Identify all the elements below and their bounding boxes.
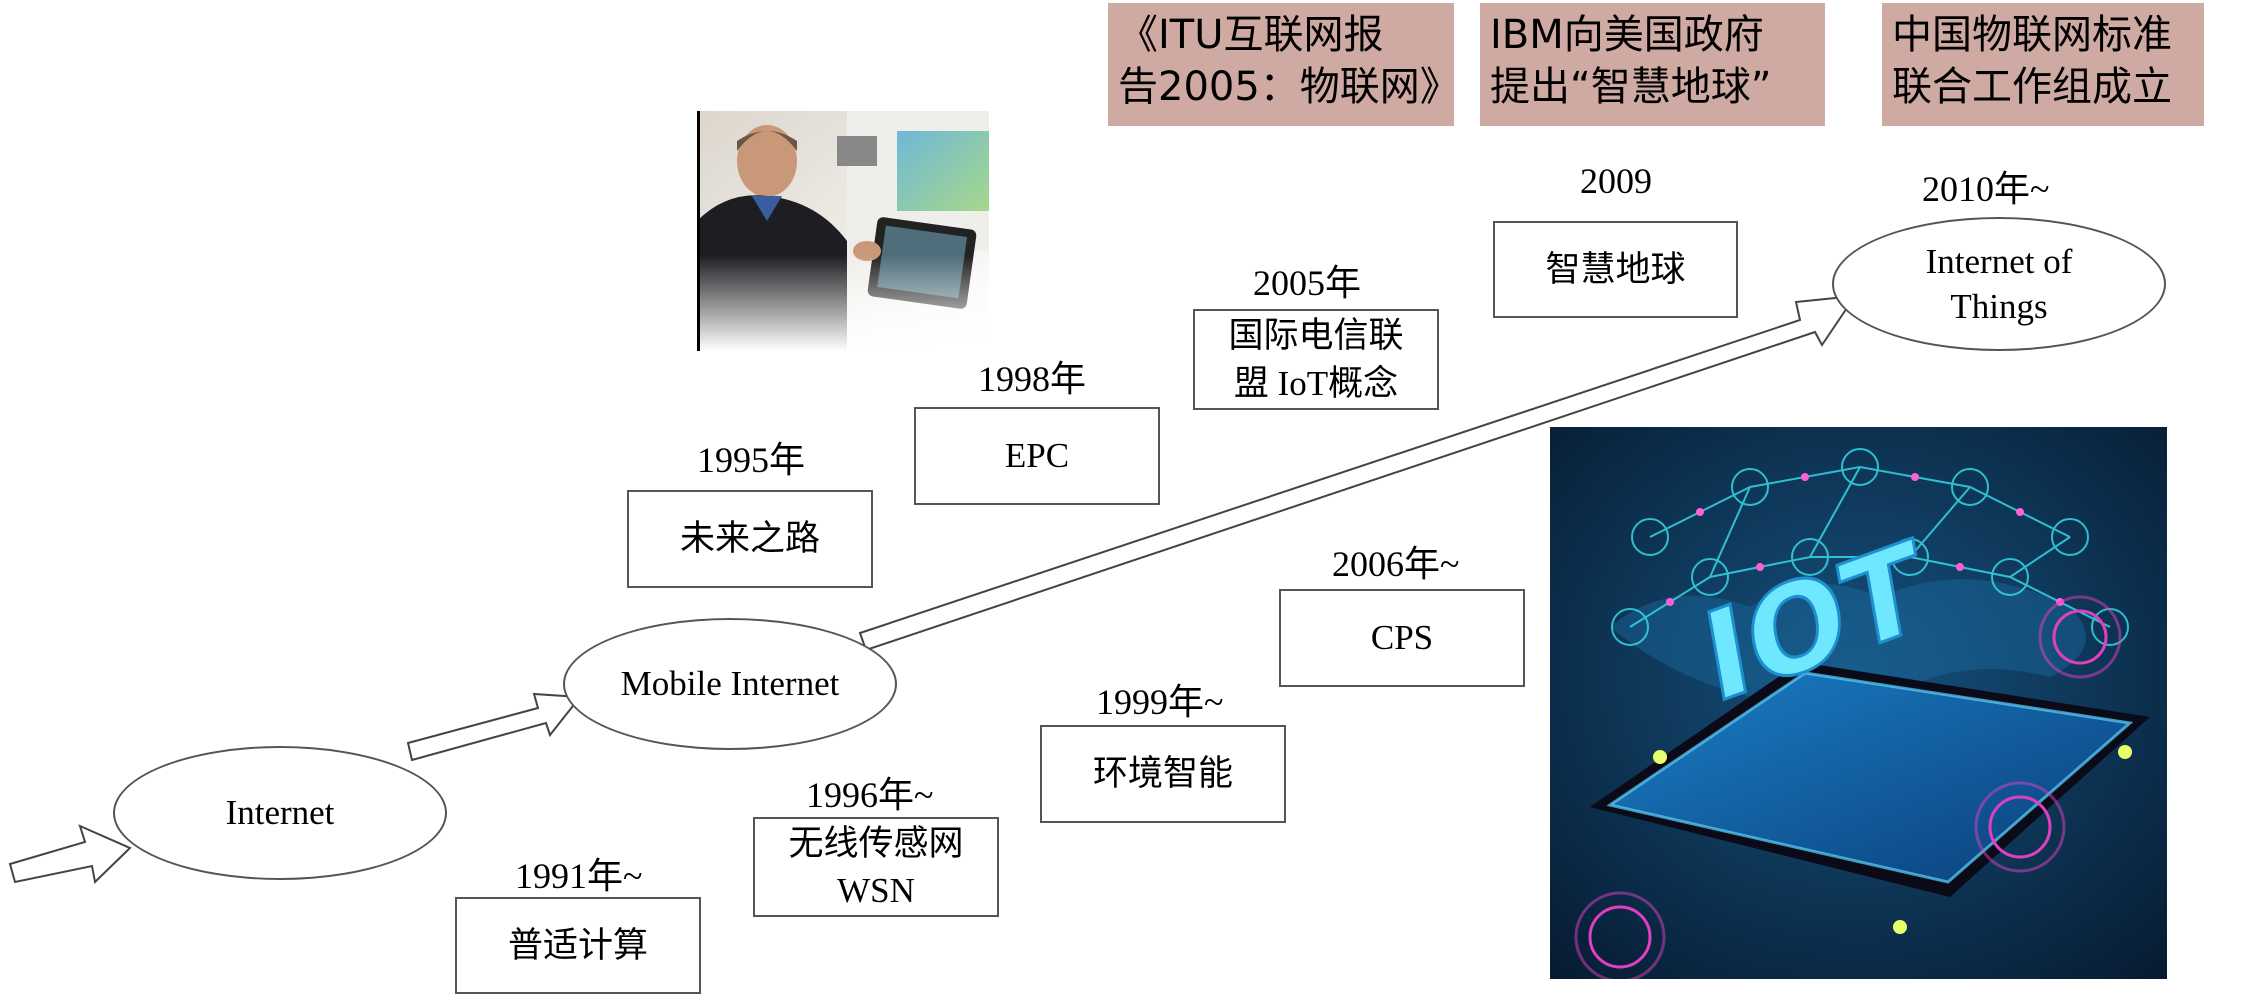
person-tablet-photo <box>697 111 989 351</box>
event-box-road-ahead: 未来之路 <box>627 490 873 588</box>
year-1995: 1995年 <box>697 440 806 480</box>
event-box-ambient-intelligence: 环境智能 <box>1040 725 1286 823</box>
event-box-pervasive-computing: 普适计算 <box>455 897 701 994</box>
event-box-wsn: 无线传感网 WSN <box>753 817 999 917</box>
year-1996: 1996年~ <box>806 775 934 815</box>
year-1991: 1991年~ <box>515 856 643 896</box>
event-box-epc: EPC <box>914 407 1160 505</box>
year-1998: 1998年 <box>978 359 1087 399</box>
event-box-itu-iot-concept: 国际电信联 盟 IoT概念 <box>1193 309 1439 410</box>
node-internet: Internet <box>113 746 447 880</box>
banner-china-iot-standard: 中国物联网标准 联合工作组成立 <box>1882 3 2204 126</box>
banner-ibm-smart-planet: IBM向美国政府 提出“智慧地球” <box>1480 3 1825 126</box>
year-2009: 2009 <box>1580 161 1652 201</box>
entry-arrow <box>8 824 132 885</box>
node-mobile-internet: Mobile Internet <box>563 618 897 750</box>
event-box-smart-planet: 智慧地球 <box>1493 221 1738 318</box>
event-box-cps: CPS <box>1279 589 1525 687</box>
arrow-mobile-to-iot <box>858 294 1858 652</box>
banner-itu-report: 《ITU互联网报 告2005：物联网》 <box>1108 3 1460 126</box>
year-2010: 2010年~ <box>1922 169 2050 209</box>
year-1999: 1999年~ <box>1096 682 1224 722</box>
arrow-internet-to-mobile <box>406 692 582 762</box>
year-2005: 2005年 <box>1253 263 1362 303</box>
year-2006: 2006年~ <box>1332 544 1460 584</box>
node-internet-of-things: Internet of Things <box>1832 217 2166 351</box>
iot-illustration: IOT <box>1550 427 2167 979</box>
